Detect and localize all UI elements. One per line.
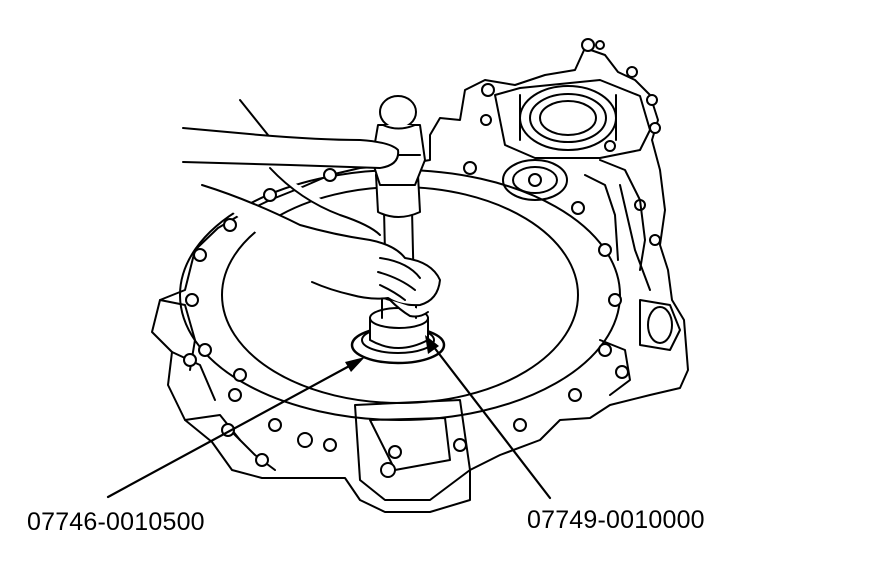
right-side-ribs [584,159,681,396]
left-side-ribs [159,299,276,471]
leader-line-right [428,340,552,500]
leader-line-left [106,362,355,499]
lower-bearing-housing [502,159,568,201]
transmission-case-outline [151,47,689,513]
upper-hand [182,99,400,236]
leader-lines [106,340,552,500]
arrowhead-left [345,357,365,372]
upper-bearing-housing [494,79,651,159]
hammer [371,95,426,186]
tool-number-right: 07749-0010000 [527,506,705,534]
arrowhead-right [425,335,439,354]
tool-number-left: 07746-0010500 [27,508,205,536]
lower-hand [201,184,441,318]
flange-bolt-holes [185,159,622,459]
leader-arrowheads [345,335,439,372]
lower-mount-pad [297,399,471,501]
